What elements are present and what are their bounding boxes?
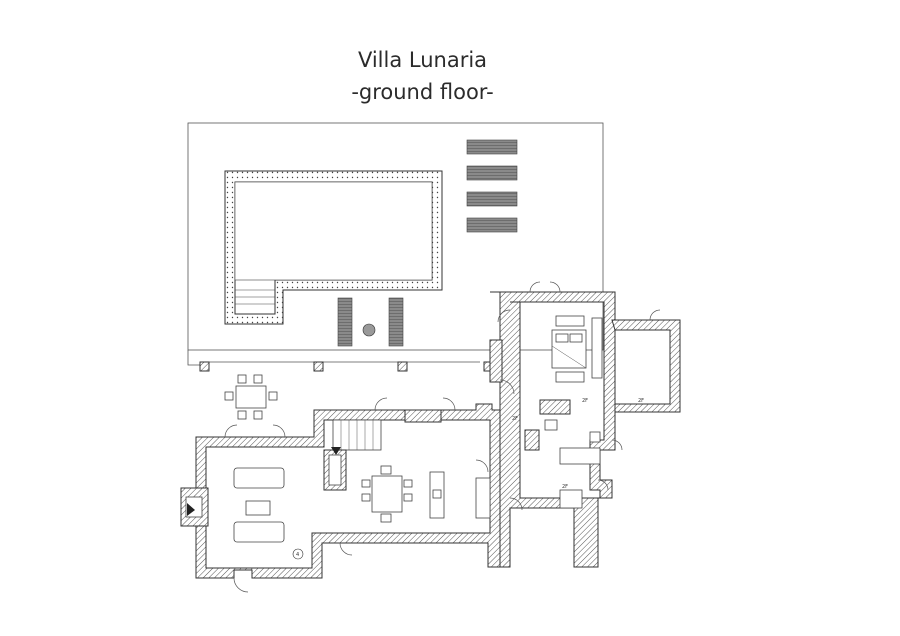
bathroom-sink <box>544 419 558 431</box>
sun-lounger <box>466 191 518 207</box>
door-swings <box>224 281 661 593</box>
terrace-columns <box>199 361 494 372</box>
sun-lounger <box>466 217 518 233</box>
sofa <box>233 467 285 489</box>
bathroom-partition <box>524 429 540 451</box>
wardrobe <box>555 371 585 383</box>
dining-table <box>361 465 413 523</box>
plan-title: Villa Lunaria <box>357 48 488 72</box>
kitchen-counter <box>475 477 491 519</box>
double-bed <box>551 329 587 369</box>
room-label-wc: 2F <box>562 484 568 490</box>
room-label-bath: 2F <box>512 416 518 422</box>
room-label-bedroom: 2F <box>582 398 588 404</box>
dresser <box>591 317 603 379</box>
sun-lounger <box>466 165 518 181</box>
side-table <box>362 323 376 337</box>
wc-room <box>559 489 583 509</box>
annex-walls <box>611 319 681 413</box>
sofa <box>233 521 285 543</box>
outdoor-dining-table <box>224 374 278 420</box>
fireplace-fire <box>187 503 195 516</box>
terrace-edge <box>187 350 200 366</box>
room-label-side-room: 2F <box>638 398 644 404</box>
room-marker-living <box>292 548 304 560</box>
room-label-living: 4 <box>296 552 299 558</box>
coffee-table <box>245 500 271 516</box>
plan-subtitle: -ground floor- <box>351 80 494 104</box>
bathroom-partition <box>539 399 571 415</box>
staircase <box>323 419 382 491</box>
bathtub <box>559 447 601 465</box>
bedroom-wing-walls <box>490 291 616 568</box>
terrace-outline <box>187 122 604 351</box>
toilet <box>589 431 601 443</box>
wardrobe-wall <box>489 339 503 383</box>
sun-lounger <box>337 297 353 347</box>
window-bench <box>404 409 442 423</box>
sun-lounger <box>466 139 518 155</box>
main-house-walls <box>195 403 501 579</box>
swimming-pool <box>234 181 433 281</box>
kitchen-sink <box>432 489 442 499</box>
pool-steps <box>235 289 275 305</box>
wardrobe <box>555 315 585 327</box>
sun-lounger <box>388 297 404 347</box>
